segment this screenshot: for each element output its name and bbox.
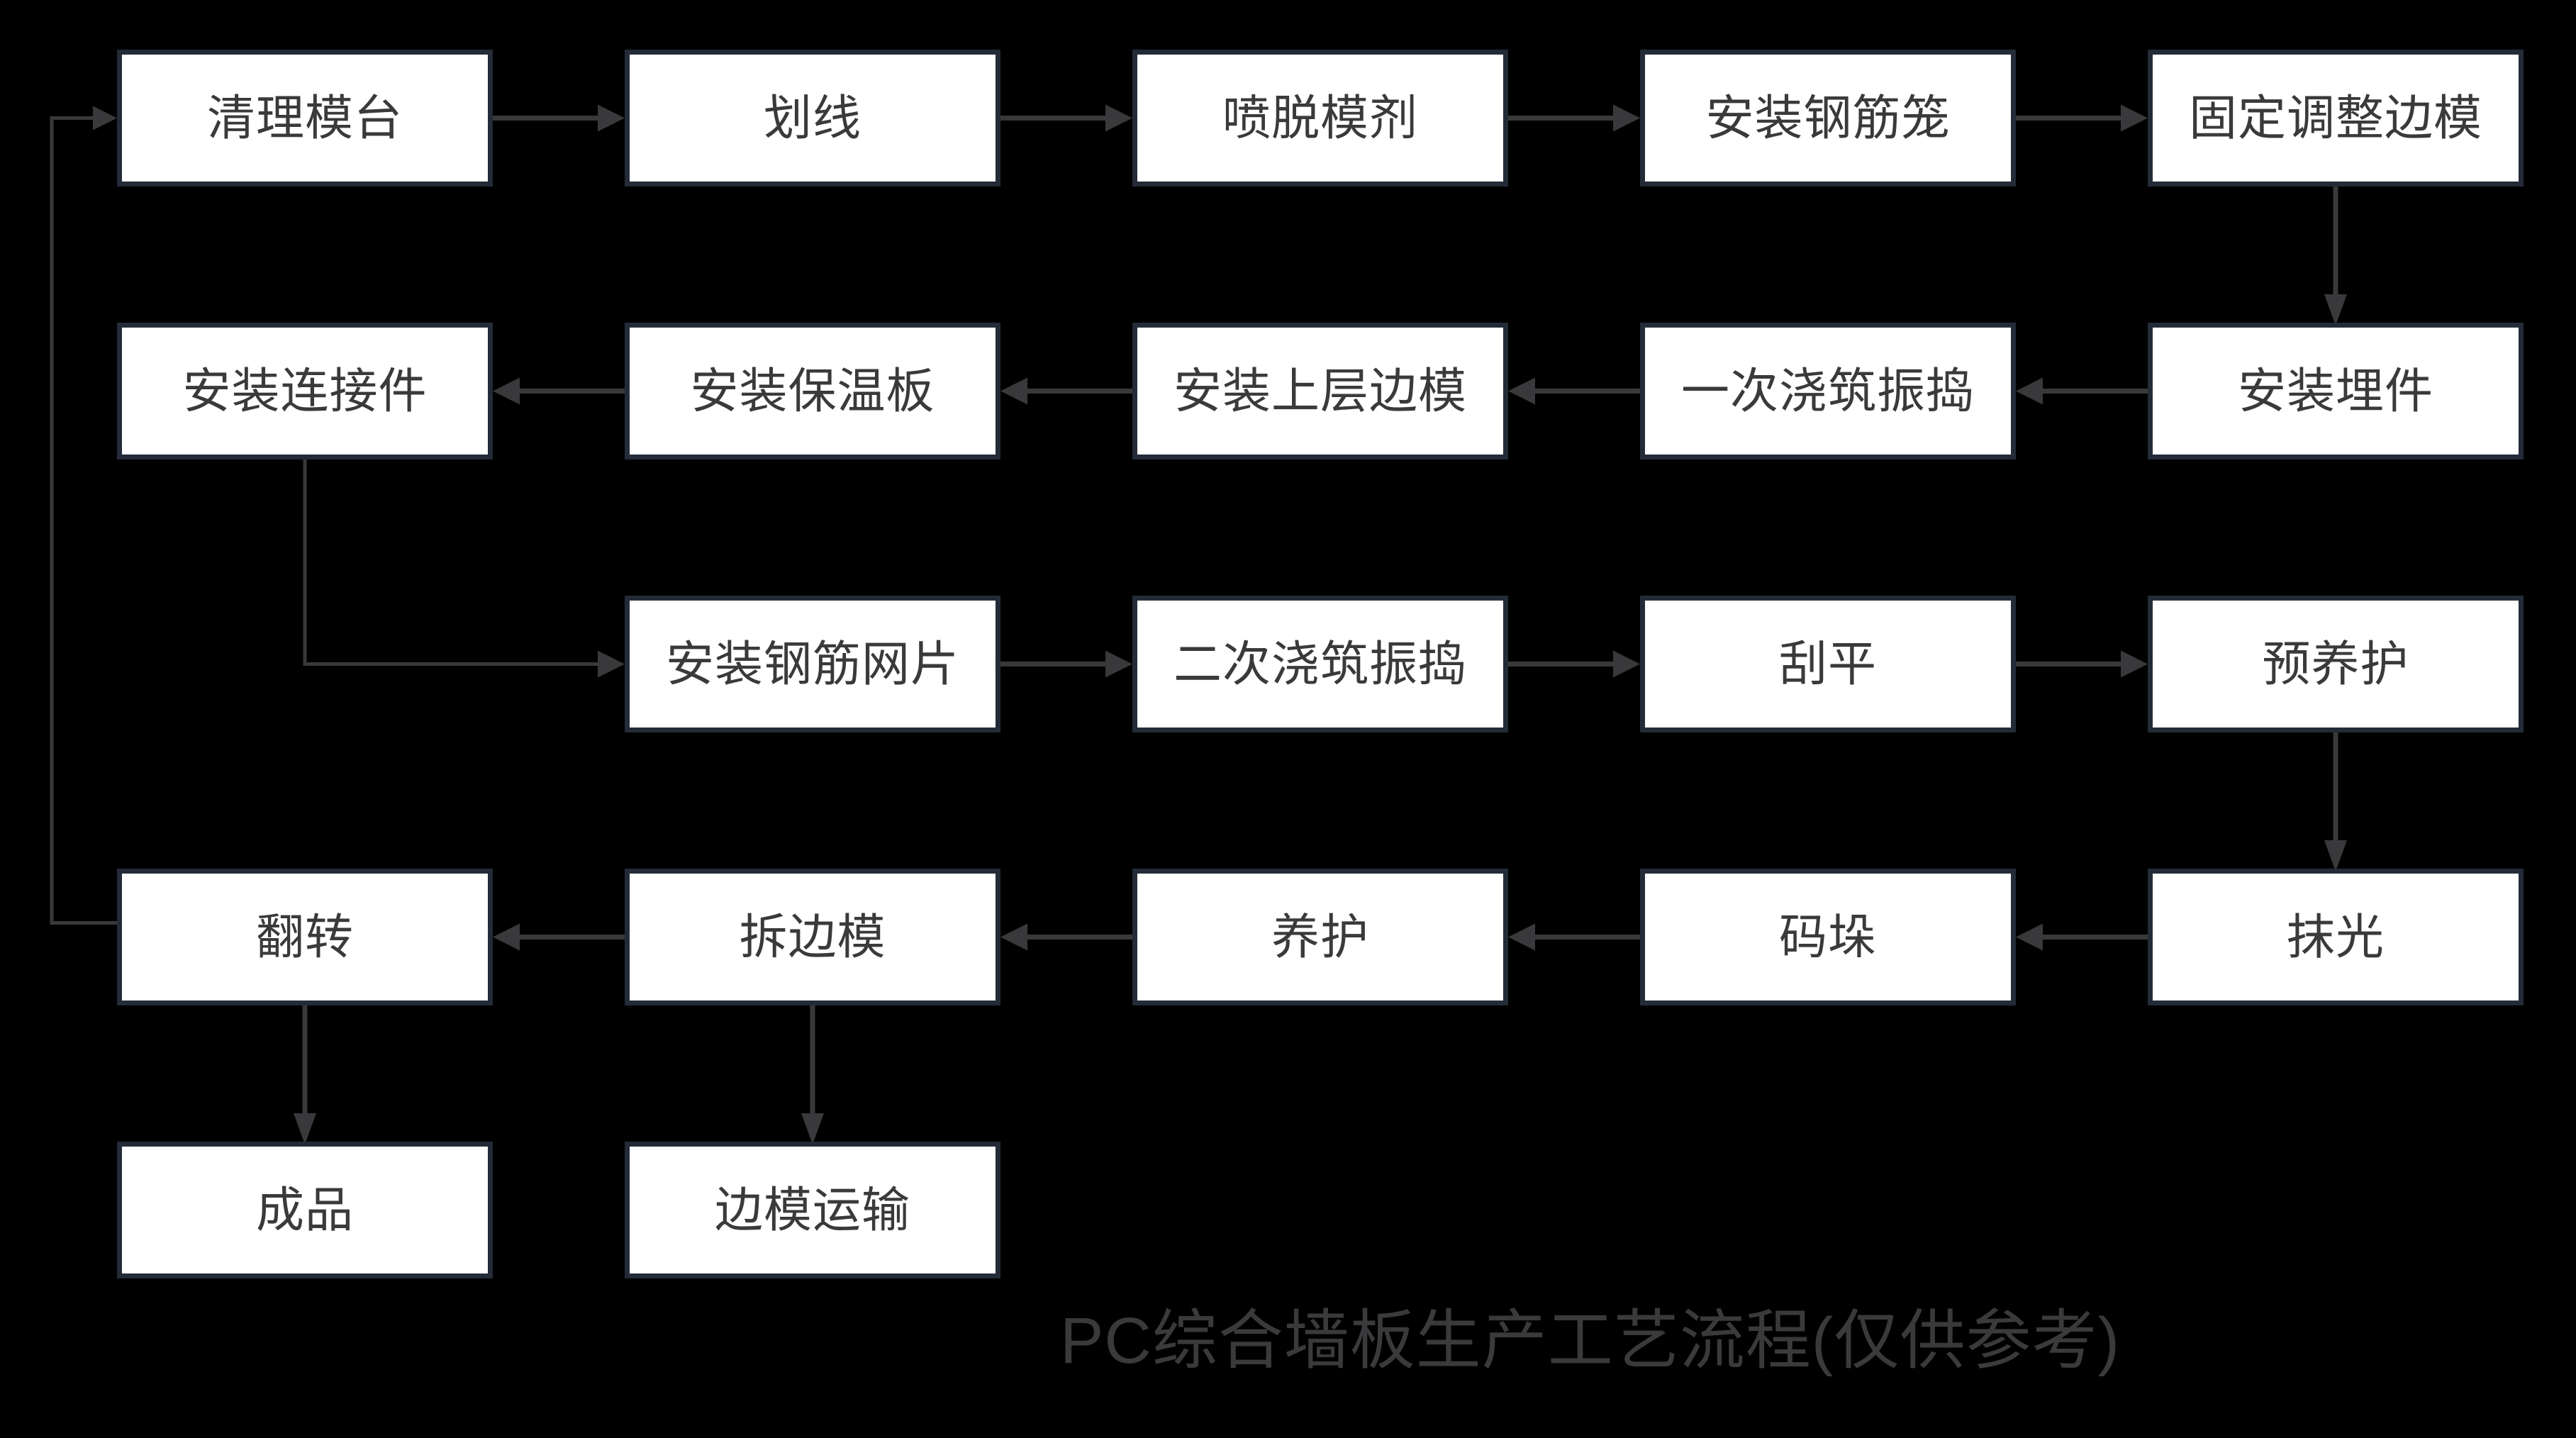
flow-node-label: 安装保温板 <box>690 364 935 418</box>
flow-node-label: 边模运输 <box>714 1183 910 1237</box>
flow-node-label: 成品 <box>255 1183 354 1237</box>
flow-node-label: 安装钢筋笼 <box>1705 91 1951 145</box>
edge-install-insulation-board-to-install-connectors-arrowhead <box>493 377 520 405</box>
edge-install-upper-side-mold-to-install-insulation-board-arrowhead <box>1000 377 1027 405</box>
edge-remove-side-mold-to-side-mold-transport-arrowhead <box>801 1113 824 1144</box>
edge-clean-mold-table-to-marking-arrowhead <box>598 104 625 132</box>
flow-node-label: 安装上层边模 <box>1173 364 1467 418</box>
flow-node-spray-release-agent: 喷脱模剂 <box>1132 50 1508 186</box>
edge-fix-adjust-side-mold-to-install-embedded-parts-arrowhead <box>2324 294 2347 325</box>
edge-marking-to-spray-release-agent-arrowhead <box>1105 104 1132 132</box>
flow-node-label: 拆边模 <box>739 910 886 964</box>
flow-node-curing: 养护 <box>1132 869 1508 1005</box>
flow-node-label: 一次浇筑振捣 <box>1680 364 1975 418</box>
edge-flipping-to-finished-product-arrowhead <box>294 1113 316 1144</box>
edge-pre-curing-to-trowel-finishing-arrowhead <box>2324 840 2347 871</box>
flow-node-install-connectors: 安装连接件 <box>117 323 493 459</box>
flow-node-label: 安装连接件 <box>182 364 428 418</box>
flow-node-fix-adjust-side-mold: 固定调整边模 <box>2148 50 2524 186</box>
edge-install-connectors-to-install-rebar-mesh <box>303 459 601 666</box>
flow-node-install-embedded-parts: 安装埋件 <box>2148 323 2524 459</box>
flow-node-label: 抹光 <box>2286 910 2385 964</box>
diagram-title: PC综合墙板生产工艺流程(仅供参考) <box>1060 1305 2121 1377</box>
flow-node-label: 翻转 <box>255 910 354 964</box>
edge-second-pour-vibrate-to-screeding-arrowhead <box>1613 650 1640 678</box>
edge-spray-release-agent-to-install-rebar-cage-arrowhead <box>1613 104 1640 132</box>
flow-node-label: 安装埋件 <box>2237 364 2433 418</box>
flow-node-trowel-finishing: 抹光 <box>2148 869 2524 1005</box>
flow-node-install-rebar-cage: 安装钢筋笼 <box>1640 50 2016 186</box>
flow-node-label: 刮平 <box>1778 637 1877 691</box>
edge-remove-side-mold-to-flipping-arrowhead <box>493 923 520 951</box>
flow-node-install-rebar-mesh: 安装钢筋网片 <box>625 596 1000 732</box>
edge-install-rebar-cage-to-fix-adjust-side-mold-arrowhead <box>2121 104 2148 132</box>
flow-node-install-insulation-board: 安装保温板 <box>625 323 1000 459</box>
flow-node-label: 划线 <box>763 91 862 145</box>
flow-node-side-mold-transport: 边模运输 <box>625 1142 1000 1278</box>
edge-flipping-to-clean-mold-table-arrowhead <box>93 106 117 130</box>
edge-screeding-to-pre-curing-arrowhead <box>2121 650 2148 678</box>
edge-install-rebar-mesh-to-second-pour-vibrate-arrowhead <box>1105 650 1132 678</box>
flow-node-label: 预养护 <box>2262 637 2409 691</box>
flow-node-first-pour-vibrate: 一次浇筑振捣 <box>1640 323 2016 459</box>
flow-node-marking: 划线 <box>625 50 1000 186</box>
flow-node-stacking: 码垛 <box>1640 869 2016 1005</box>
flow-node-label: 养护 <box>1271 910 1369 964</box>
flow-node-label: 清理模台 <box>206 91 403 145</box>
flow-node-flipping: 翻转 <box>117 869 493 1005</box>
flow-node-label: 二次浇筑振捣 <box>1173 637 1467 691</box>
flow-node-label: 固定调整边模 <box>2188 91 2482 145</box>
edge-trowel-finishing-to-stacking-arrowhead <box>2016 923 2043 951</box>
flow-node-remove-side-mold: 拆边模 <box>625 869 1000 1005</box>
flow-node-label: 安装钢筋网片 <box>665 637 959 691</box>
flow-node-second-pour-vibrate: 二次浇筑振捣 <box>1132 596 1508 732</box>
edge-install-embedded-parts-to-first-pour-vibrate-arrowhead <box>2016 377 2043 405</box>
edge-stacking-to-curing-arrowhead <box>1508 923 1535 951</box>
flow-node-install-upper-side-mold: 安装上层边模 <box>1132 323 1508 459</box>
flow-node-screeding: 刮平 <box>1640 596 2016 732</box>
flow-node-label: 码垛 <box>1778 910 1877 964</box>
edge-install-connectors-to-install-rebar-mesh-arrowhead <box>598 650 625 678</box>
flow-node-finished-product: 成品 <box>117 1142 493 1278</box>
flow-node-label: 喷脱模剂 <box>1222 91 1418 145</box>
edge-first-pour-vibrate-to-install-upper-side-mold-arrowhead <box>1508 377 1535 405</box>
edge-flipping-to-clean-mold-table <box>50 116 117 925</box>
flow-node-clean-mold-table: 清理模台 <box>117 50 493 186</box>
flow-node-pre-curing: 预养护 <box>2148 596 2524 732</box>
edge-curing-to-remove-side-mold-arrowhead <box>1000 923 1027 951</box>
